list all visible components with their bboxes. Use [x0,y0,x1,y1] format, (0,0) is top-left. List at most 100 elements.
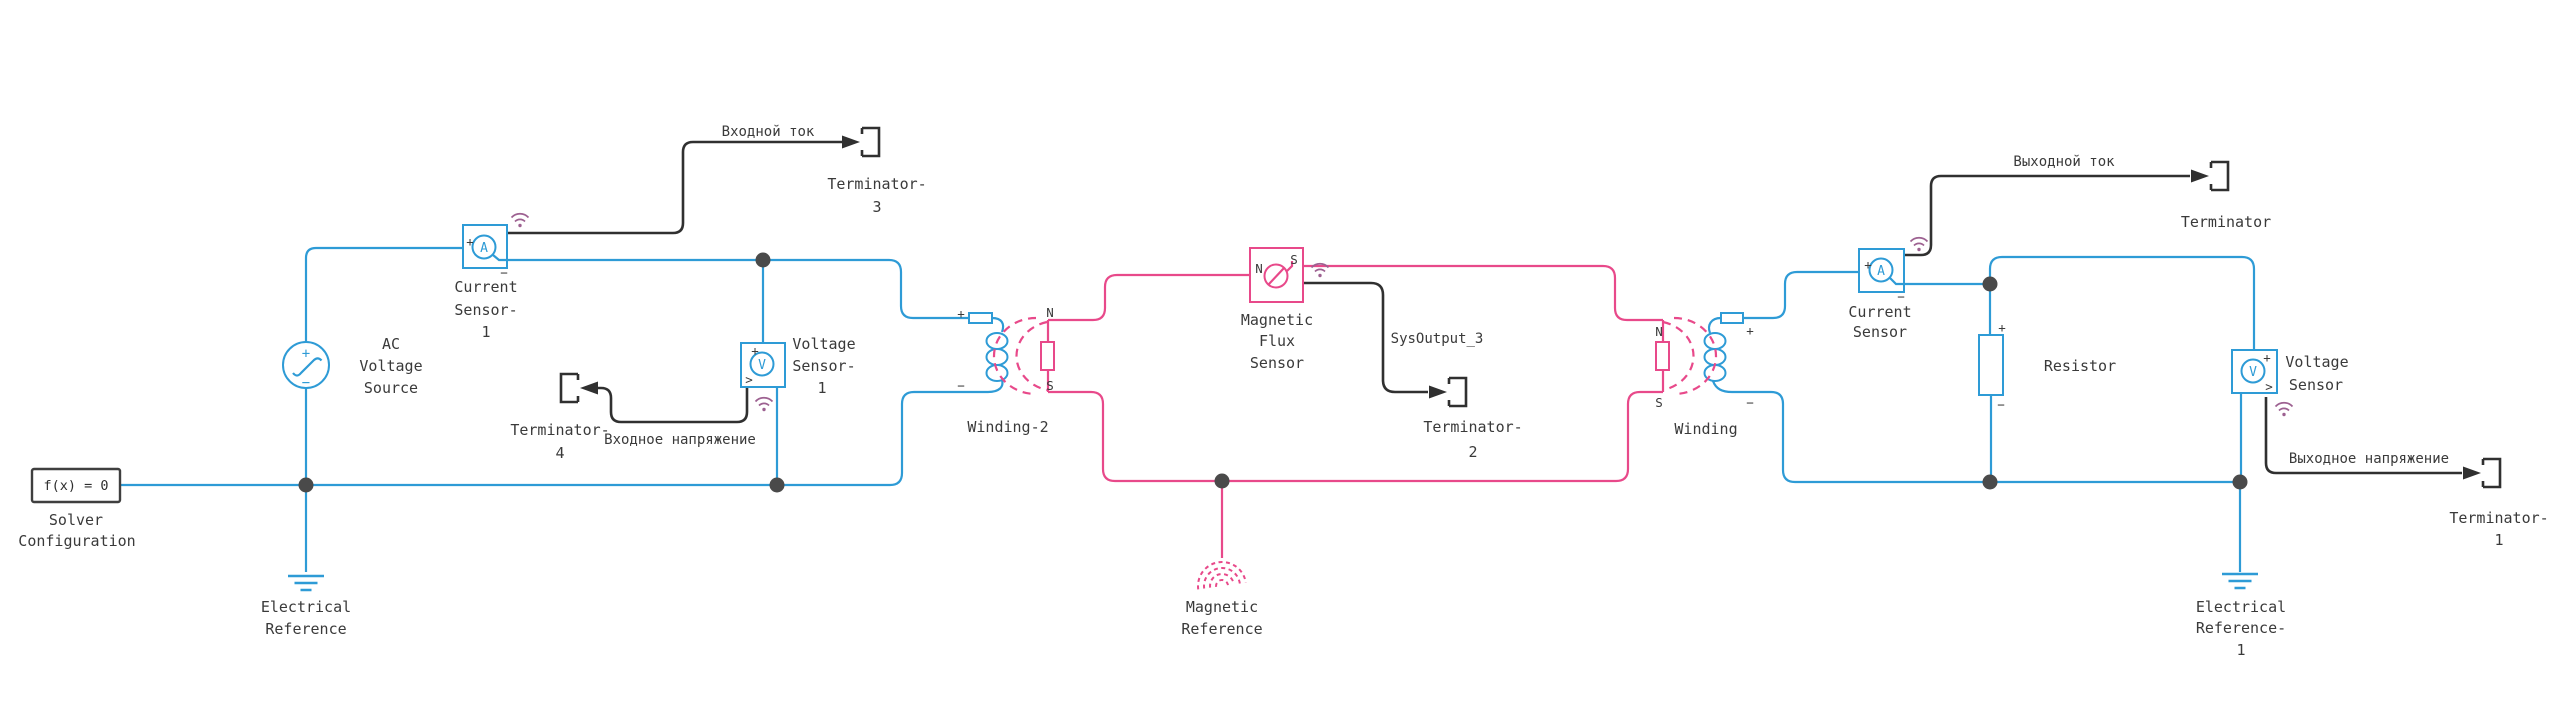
voltmeter-icon [2240,358,2266,384]
block-electrical-reference-1[interactable]: Electrical Reference- 1 [2196,572,2286,659]
winding-plus: + [1746,323,1754,338]
junction-dot [755,252,771,268]
wire-sys-output-3[interactable] [1303,281,1428,394]
wire-winding-to-current-sensor[interactable] [1743,270,1859,320]
ac-source-icon[interactable] [282,341,330,389]
winding-2-minus: − [957,378,965,393]
winding-reluctance [1655,341,1670,371]
coil-loop [1703,332,1727,350]
cs-plus: + [1864,257,1872,272]
electrical-reference-label-2: Reference [265,620,346,638]
winding-2-label: Winding-2 [967,418,1048,436]
block-magnetic-flux-sensor[interactable]: N S Magnetic Flux Sensor [1241,247,1330,372]
block-voltage-sensor[interactable]: V + > Voltage Sensor [2231,349,2349,418]
ammeter-icon [471,234,497,260]
resistor-body[interactable] [1978,334,2004,396]
flux-label-2: Flux [1259,332,1295,350]
terminator-1-icon[interactable] [2481,457,2502,489]
block-electrical-reference[interactable]: Electrical Reference [261,574,351,638]
terminator-2-label-2: 2 [1468,443,1477,461]
magnetic-reference-label-1: Magnetic [1186,598,1258,616]
junction-dot [298,477,314,493]
flux-hook [1286,261,1294,272]
vs1-chevron: > [745,372,753,387]
junction-dot [2232,474,2248,490]
sine-wave-icon [292,357,323,377]
wire-left-bus[interactable] [121,379,1004,487]
signal-label-input-voltage: Входное напряжение [604,432,756,448]
voltmeter-icon [749,351,775,377]
block-solver-configuration[interactable]: f(x) = 0 Solver Configuration [18,467,136,550]
er1-label-1: Electrical [2196,598,2286,616]
flux-south: S [1290,252,1298,267]
block-ac-voltage-source[interactable]: + − AC Voltage Source [282,335,423,397]
voltmeter-letter: V [758,358,766,373]
ground-icon[interactable] [286,574,326,592]
ammeter-icon [1868,257,1894,283]
solver-label-2: Configuration [18,532,135,550]
solver-box[interactable] [30,467,122,504]
block-current-sensor-1[interactable]: A + − Current Sensor- 1 [454,212,530,341]
cs-label-1: Current [1848,303,1911,321]
wire-winding-2-n-to-flux-sensor[interactable] [1048,273,1250,322]
terminator-2-icon[interactable] [1447,376,1468,408]
flux-north: N [1255,261,1263,276]
wire-input-current[interactable] [507,140,842,235]
wire-winding-plus-stub[interactable] [1707,316,1722,334]
resistor-minus: − [1997,397,2005,412]
wire-flux-sensor-to-winding-n[interactable] [1303,264,1663,322]
wire-output-voltage[interactable] [2264,397,2462,475]
er1-label-2: Reference- [2196,619,2286,637]
block-magnetic-reference[interactable] [1195,559,1247,590]
core-arc [992,316,1037,396]
terminator-3-icon[interactable] [860,126,881,158]
ammeter-letter: A [480,241,488,256]
wire-ac-to-current-sensor-1[interactable] [304,246,463,343]
junction-dot [769,477,785,493]
signal-label-sys-output-3: SysOutput_3 [1391,331,1484,347]
flux-label-3: Sensor [1250,354,1304,372]
winding-minus: − [1746,395,1754,410]
block-winding[interactable]: N S + − Winding [1655,312,1754,438]
terminator-icon[interactable] [2209,160,2230,192]
wire-input-voltage[interactable] [598,386,749,424]
coil-loop [985,348,1009,366]
ac-label-3: Source [364,379,418,397]
vs1-label-2: Sensor- [792,357,855,375]
ground-icon[interactable] [2220,572,2260,590]
core-arc [1673,316,1718,396]
wire-current-sensor-1-out[interactable] [507,258,969,320]
vs1-label-3: 1 [817,379,826,397]
wire-to-voltage-sensor-top[interactable] [1988,255,2256,350]
junction-dot [1982,276,1998,292]
wireless-icon [1909,236,1929,253]
vs-chevron: > [2265,379,2273,394]
cs1-label-2: Sensor- [454,301,517,319]
vs1-plus: + [751,343,759,358]
wire-output-current[interactable] [1904,174,2190,257]
cs-label-2: Sensor [1853,323,1907,341]
block-current-sensor[interactable]: A + − Current Sensor [1848,236,1929,341]
block-resistor[interactable]: + − Resistor [1978,320,2116,412]
block-voltage-sensor-1[interactable]: V + > Voltage Sensor- 1 [740,335,856,413]
magnetic-reference-icon[interactable] [1195,559,1247,590]
cs-minus: − [1897,289,1905,304]
winding-resist-element [1720,312,1744,324]
solver-label-1: Solver [49,511,103,529]
terminator-4-icon[interactable] [559,372,580,404]
magnetic-wires[interactable] [1046,264,1665,558]
signal-label-output-current: Выходной ток [2013,154,2115,170]
winding-2-north: N [1046,305,1054,320]
block-winding-2[interactable]: + − N S Winding-2 [957,305,1055,436]
electrical-wires-left[interactable] [121,246,1005,572]
wire-winding-minus-right-bus[interactable] [1711,380,2240,484]
cs1-minus: − [500,265,508,280]
junction-dots [298,252,2248,493]
wire-winding-2-plus-stub[interactable] [991,316,1005,333]
electrical-wires-right[interactable] [1707,255,2256,572]
wire-magnetic-bus[interactable] [1048,390,1663,483]
signal-wires[interactable] [507,126,2502,489]
cs1-label-3: 1 [481,323,490,341]
signal-label-input-current: Входной ток [722,124,815,140]
